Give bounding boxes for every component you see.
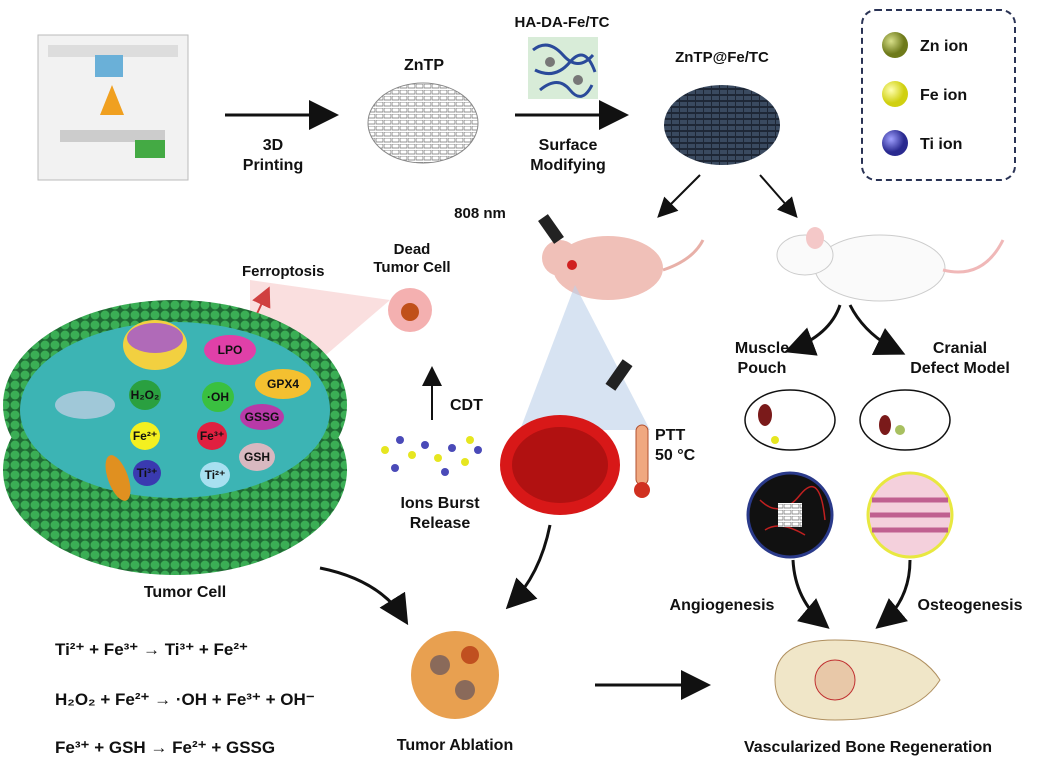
legend: Zn ion Fe ion Ti ion — [861, 9, 1016, 181]
molecule-gssg: GSSG — [240, 404, 284, 430]
zn-ion-swatch — [882, 32, 908, 58]
cdt-label: CDT — [450, 397, 483, 414]
molecule-label: GSSG — [245, 410, 280, 424]
molecule-ti3: Ti³⁺ — [133, 460, 161, 486]
molecule-label: LPO — [218, 343, 243, 357]
arrow-scaffold-to-ablation — [505, 524, 552, 610]
equation-ti-fe: Ti²⁺ + Fe³⁺ → Ti³⁺ + Fe²⁺ — [55, 640, 249, 659]
osteogenesis-histology — [866, 471, 954, 559]
heated-scaffold-illustration — [500, 359, 633, 515]
osteogenesis-label: Osteogenesis — [918, 597, 1023, 614]
zntp-scaffold — [367, 82, 479, 164]
muscle-pouch-mouse-sketch — [744, 389, 836, 451]
equation-fenton: H₂O₂ + Fe²⁺ → ·OH + Fe³⁺ + OH⁻ — [55, 690, 315, 709]
hydrogel-coating-illustration — [528, 37, 598, 99]
molecule-h2o2: H₂O₂ — [129, 380, 161, 410]
tumor-cell-illustration — [3, 300, 347, 575]
angiogenesis-histology — [746, 471, 834, 559]
cranial-mouse-sketch — [859, 389, 951, 451]
arrow-to-cranial — [848, 304, 906, 355]
molecule-label: ·OH — [207, 390, 229, 404]
molecule-label: H₂O₂ — [131, 388, 160, 402]
molecule-fe3: Fe³⁺ — [197, 422, 227, 450]
molecule-label: GSH — [244, 450, 270, 464]
nude-mouse-illustration — [538, 214, 705, 300]
molecule-ti2: Ti²⁺ — [200, 462, 230, 488]
molecule-label: Ti²⁺ — [205, 468, 226, 482]
molecule-label: GPX4 — [267, 377, 299, 391]
arrow-cell-to-ablation — [319, 566, 409, 626]
arrow-to-muscle-pouch — [784, 304, 842, 356]
3d-printer-illustration — [37, 34, 189, 181]
arrow-to-rat — [759, 174, 798, 219]
molecule-label: Ti³⁺ — [137, 466, 158, 480]
tumor-ablation-label: Tumor Ablation — [397, 737, 513, 754]
zntp-fe-tc-label: ZnTP@Fe/TC — [675, 49, 769, 66]
angiogenesis-label: Angiogenesis — [670, 597, 775, 614]
arrow-angiogenesis — [791, 559, 830, 629]
released-ions — [381, 436, 482, 476]
molecule-gpx4: GPX4 — [255, 369, 311, 399]
regeneration-label: Vascularized Bone Regeneration — [744, 739, 992, 756]
equation-gsh: Fe³⁺ + GSH → Fe²⁺ + GSSG — [55, 738, 276, 757]
laser-wavelength-label: 808 nm — [454, 205, 506, 222]
molecule-fe2: Fe²⁺ — [130, 422, 160, 450]
zntp-fe-tc-scaffold — [664, 85, 780, 165]
ha-da-fe-tc-label: HA-DA-Fe/TC — [515, 14, 610, 31]
skull-illustration — [774, 639, 941, 721]
legend-label: Ti ion — [920, 136, 962, 153]
molecule-network: LPO GPX4 H₂O₂ ·OH GSSG Fe²⁺ Fe³⁺ GSH Ti³… — [129, 335, 311, 488]
ti-ion-swatch — [882, 130, 908, 156]
legend-item-ti: Ti ion — [882, 130, 962, 156]
legend-item-fe: Fe ion — [882, 81, 967, 107]
tumor-ablation-illustration — [411, 631, 499, 719]
dead-cell-nucleus — [401, 303, 419, 321]
thermometer-icon — [634, 424, 650, 498]
laser-beam — [520, 285, 650, 430]
arrow-osteogenesis — [875, 559, 912, 629]
arrow-to-nude-mouse — [657, 174, 701, 218]
molecule-oh: ·OH — [202, 382, 234, 412]
legend-label: Fe ion — [920, 87, 967, 104]
molecule-lpo: LPO — [204, 335, 256, 365]
legend-label: Zn ion — [920, 38, 968, 55]
molecule-gsh: GSH — [239, 443, 275, 471]
fe-ion-swatch — [882, 81, 908, 107]
zntp-label: ZnTP — [404, 57, 444, 74]
tumor-cell-label: Tumor Cell — [144, 584, 226, 601]
molecule-label: Fe²⁺ — [133, 429, 157, 443]
legend-item-zn: Zn ion — [882, 32, 968, 58]
molecule-label: Fe³⁺ — [200, 429, 224, 443]
ferroptosis-label: Ferroptosis — [242, 263, 325, 280]
rat-illustration — [776, 227, 1005, 302]
